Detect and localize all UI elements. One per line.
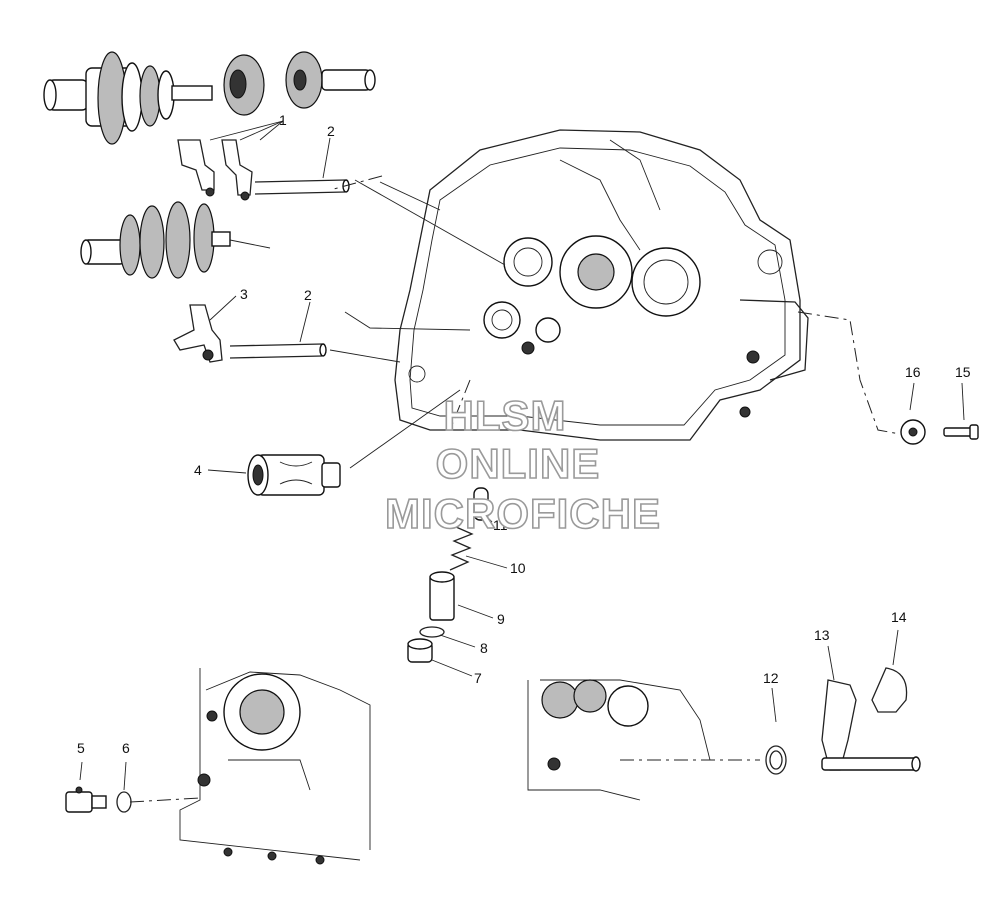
inset-lower-right (527, 679, 760, 801)
shift-rod-lower (229, 343, 327, 359)
shift-rod-upper (254, 179, 350, 195)
lower-gear-shaft-assembly (80, 201, 231, 279)
detent-spring (449, 526, 474, 571)
shift-fork-lower (173, 304, 223, 363)
callout-6: 6 (122, 740, 130, 756)
callout-15: 15 (955, 364, 971, 380)
return-spring (765, 745, 787, 775)
shift-drum (247, 454, 341, 496)
callout-5: 5 (77, 740, 85, 756)
watermark-line-1: HLSM (444, 392, 567, 439)
callout-14: 14 (891, 609, 907, 625)
shift-forks-upper (177, 139, 253, 201)
leader-lines (79, 120, 965, 791)
callout-1: 1 (279, 112, 287, 128)
callout-7: 7 (474, 670, 482, 686)
callout-10: 10 (510, 560, 526, 576)
watermark: HLSM ONLINE MICROFICHE (384, 391, 661, 538)
o-ring (419, 626, 445, 638)
callout-12: 12 (763, 670, 779, 686)
callout-8: 8 (480, 640, 488, 656)
watermark-line-2: ONLINE (436, 440, 601, 487)
callout-13: 13 (814, 627, 830, 643)
callout-9: 9 (497, 611, 505, 627)
neutral-switch (65, 786, 107, 813)
callout-4: 4 (194, 462, 202, 478)
shift-shaft-clip (871, 667, 908, 713)
detent-plug (407, 638, 433, 663)
callout-11: 11 (493, 517, 508, 533)
detent-sleeve (429, 571, 455, 621)
shift-shaft (821, 679, 921, 772)
detent-pin (473, 487, 489, 521)
upper-gear-shaft-assembly (43, 51, 376, 145)
crankcase-housing (394, 129, 809, 441)
watermark-line-3: MICROFICHE (385, 490, 661, 537)
callout-2-upper: 2 (327, 123, 335, 139)
callout-2-lower: 2 (304, 287, 312, 303)
callout-3: 3 (240, 286, 248, 302)
callout-16: 16 (905, 364, 921, 380)
shift-cam (900, 419, 926, 445)
cam-bolt (943, 424, 979, 440)
inset-lower-left (129, 668, 371, 865)
sealing-washer (116, 791, 132, 813)
